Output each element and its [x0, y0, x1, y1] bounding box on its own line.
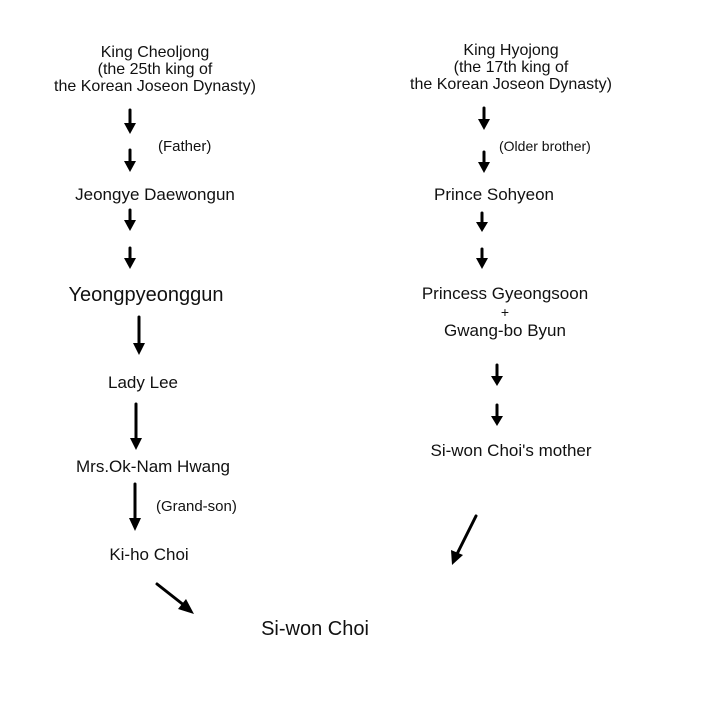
node-si-won-choi: Si-won Choi [261, 618, 369, 640]
root-line: the Korean Joseon Dynasty) [410, 75, 612, 93]
root-line: the Korean Joseon Dynasty) [54, 77, 256, 95]
arrow-down-icon [476, 247, 488, 269]
node-jeongye-daewongun: Jeongye Daewongun [75, 185, 235, 204]
arrow-down-icon [129, 482, 141, 531]
node-prince-sohyeon: Prince Sohyeon [433, 185, 555, 204]
arrow-down-icon [478, 106, 490, 130]
arrow-down-icon [130, 402, 142, 450]
older-brother-label: (Older brother) [499, 138, 591, 154]
node-lady-lee: Lady Lee [108, 373, 178, 392]
plus-sign: + [500, 304, 510, 320]
arrow-down-icon [124, 246, 136, 269]
node-princess-gyeongsoon: Princess Gyeongsoon [421, 284, 589, 303]
root-line: King Hyojong [463, 42, 559, 59]
arrow-down-icon [478, 150, 490, 173]
root-line: King Cheoljong [100, 44, 210, 61]
arrow-down-icon [476, 211, 488, 232]
node-gwang-bo-byun: Gwang-bo Byun [444, 321, 566, 340]
node-si-won-choi-mother: Si-won Choi's mother [430, 441, 592, 460]
arrow-down-left-icon [451, 514, 478, 565]
grandson-label: (Grand-son) [156, 498, 237, 515]
arrow-down-icon [124, 208, 136, 231]
root-king-cheoljong: King Cheoljong (the 25th king of the Kor… [54, 44, 256, 95]
root-king-hyojong: King Hyojong (the 17th king of the Korea… [410, 42, 612, 93]
node-ki-ho-choi: Ki-ho Choi [109, 545, 189, 564]
arrow-down-icon [124, 108, 136, 134]
father-label: (Father) [158, 138, 212, 155]
node-ok-nam-hwang: Mrs.Ok-Nam Hwang [76, 457, 230, 476]
arrow-down-right-icon [155, 582, 194, 614]
root-line: (the 17th king of [453, 58, 569, 76]
arrow-down-icon [124, 148, 136, 172]
arrow-down-icon [133, 315, 145, 355]
arrow-down-icon [491, 363, 503, 386]
arrow-down-icon [491, 403, 503, 426]
node-yeongpyeonggun: Yeongpyeonggun [68, 284, 224, 306]
root-line: (the 25th king of [97, 60, 213, 78]
